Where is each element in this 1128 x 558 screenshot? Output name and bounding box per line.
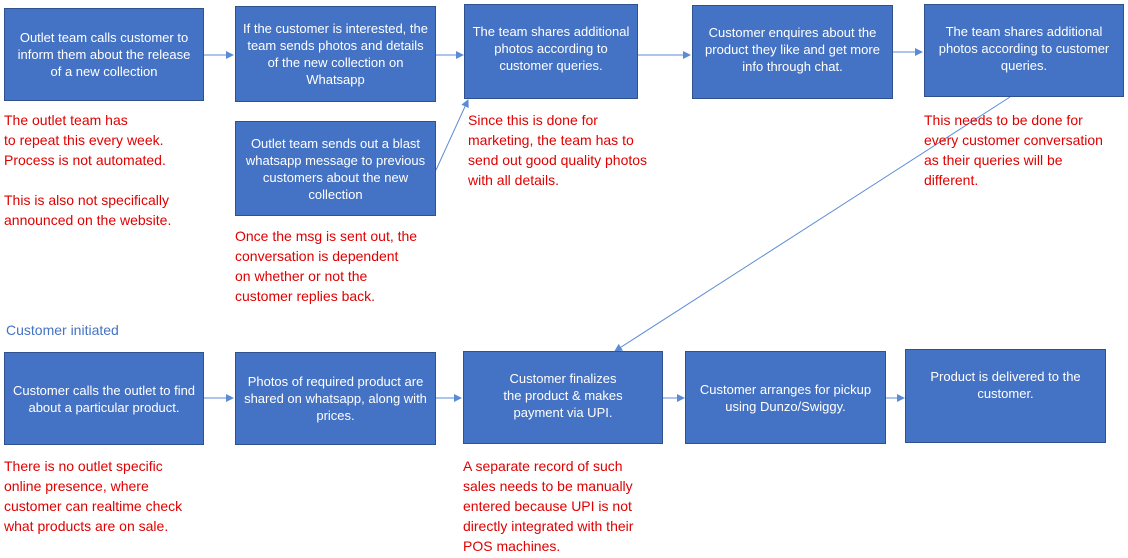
step-finalize-payment-box: Customer finalizes the product & makes p… <box>463 351 663 444</box>
note-conversation-dependent: Once the msg is sent out, the conversati… <box>235 228 418 304</box>
step-customer-enquires-box: Customer enquires about the product they… <box>692 5 893 99</box>
section-label-customer-initiated: Customer initiated <box>6 322 119 338</box>
step-share-additional-photos-box: The team shares additional photos accord… <box>464 4 638 99</box>
arrow-b3-b4 <box>435 99 469 171</box>
note-every-conversation: This needs to be done for every customer… <box>924 112 1103 188</box>
step-blast-message-box: Outlet team sends out a blast whatsapp m… <box>235 121 436 216</box>
step-call-customer-box: Outlet team calls customer to inform the… <box>4 8 204 101</box>
step-arrange-pickup-box: Customer arranges for pickup using Dunzo… <box>685 351 886 444</box>
note-quality-photos: Since this is done for marketing, the te… <box>468 112 648 188</box>
note-manual-record: A separate record of such sales needs to… <box>463 458 634 554</box>
step-send-photos-box: If the customer is interested, the team … <box>235 6 436 102</box>
note-weekly-repeat: The outlet team has to repeat this every… <box>4 112 172 228</box>
note-no-online-presence: There is no outlet specific online prese… <box>4 458 183 534</box>
step-customer-calls-box: Customer calls the outlet to find about … <box>4 352 204 445</box>
step-share-more-photos-box: The team shares additional photos accord… <box>924 4 1124 97</box>
step-product-delivered-box: Product is delivered to the customer. <box>905 349 1106 443</box>
step-photos-prices-box: Photos of required product are shared on… <box>235 352 436 445</box>
